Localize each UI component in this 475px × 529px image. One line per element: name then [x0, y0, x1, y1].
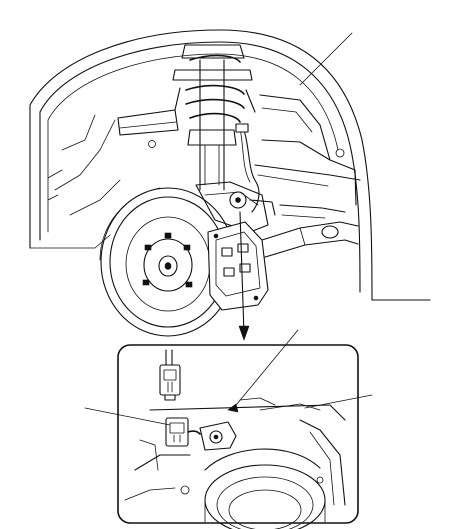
leader-wheel-well — [299, 32, 353, 86]
brake-caliper — [207, 221, 269, 311]
detail-inset — [117, 344, 359, 529]
strut-assembly — [172, 44, 260, 213]
suspension-structure — [117, 94, 361, 259]
leader-sensor-bolt — [231, 329, 299, 411]
leader-connector — [84, 407, 171, 426]
leader-lines — [84, 32, 373, 426]
steering-knuckle — [195, 181, 276, 233]
detail-pointer-arrow — [238, 211, 250, 341]
wheel-well-outline — [29, 29, 431, 301]
leader-sensor — [304, 394, 373, 409]
